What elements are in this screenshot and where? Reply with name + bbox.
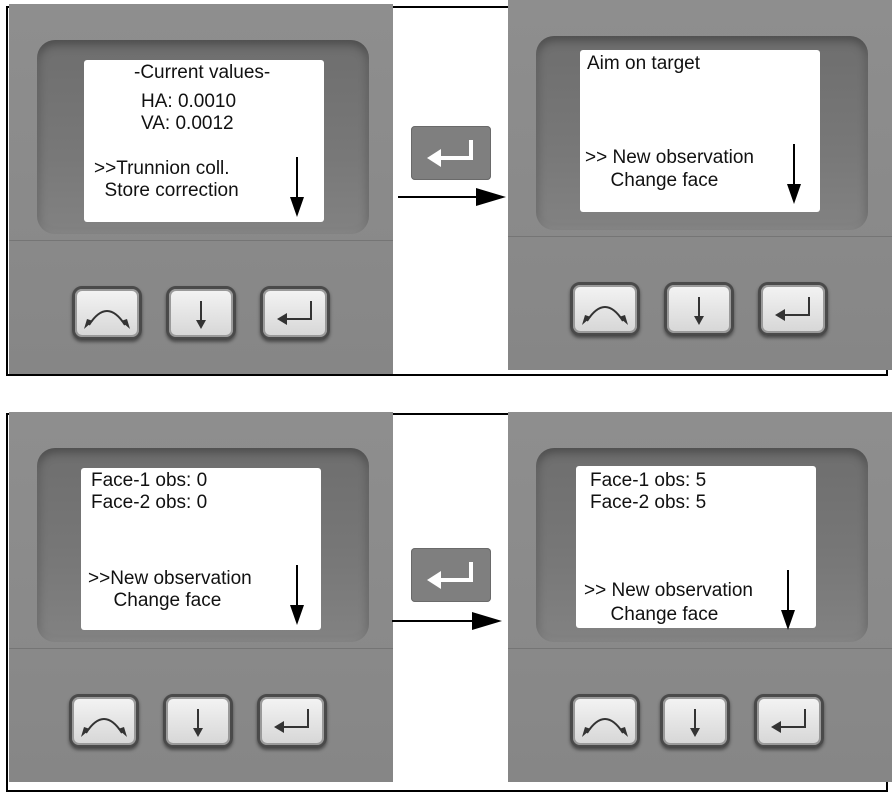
down-arrow-icon: [290, 565, 304, 625]
down-arrow-key[interactable]: [664, 282, 734, 336]
lcd-menu-item-selected[interactable]: >>New observation: [88, 568, 252, 589]
lcd-face2-count: Face-2 obs: 5: [590, 492, 707, 513]
down-arrow-key-icon: [690, 709, 700, 737]
enter-key-icon: [775, 297, 810, 321]
lcd-screen: -Current values- HA: 0.0010 VA: 0.0012 >…: [84, 60, 324, 222]
enter-key[interactable]: [257, 694, 327, 748]
face-change-icon: [582, 306, 628, 325]
device-bottom-right: Face-1 obs: 5 Face-2 obs: 5 >> New obser…: [508, 412, 892, 782]
down-arrow-icon: [787, 144, 801, 204]
lcd-screen: Face-1 obs: 0 Face-2 obs: 0 >>New observ…: [81, 468, 321, 630]
lcd-menu-item[interactable]: Store correction: [94, 180, 239, 201]
face-change-icon: [81, 718, 127, 737]
lcd-face1-count: Face-1 obs: 0: [91, 470, 208, 491]
lcd-line-ha: HA: 0.0010: [141, 91, 237, 112]
lcd-face1-count: Face-1 obs: 5: [590, 470, 707, 491]
lcd-screen: Aim on target >> New observation Change …: [580, 50, 820, 212]
lcd-menu-item[interactable]: Change face: [103, 590, 222, 611]
enter-key-icon: [427, 562, 473, 589]
down-arrow-key-icon: [196, 301, 206, 329]
enter-key[interactable]: [754, 694, 824, 748]
down-arrow-key-icon: [694, 297, 704, 325]
down-arrow-key[interactable]: [163, 694, 233, 748]
enter-key[interactable]: [758, 282, 828, 336]
lcd-heading: -Current values-: [134, 62, 271, 83]
transition-enter-button: [411, 126, 491, 180]
flow-arrow-head: [472, 612, 502, 630]
lcd-menu-item-selected[interactable]: >> New observation: [584, 580, 753, 601]
flow-arrow-head: [476, 188, 506, 206]
enter-key-icon: [277, 301, 312, 325]
down-arrow-key-icon: [193, 709, 203, 737]
transition-enter-button: [411, 548, 491, 602]
face-change-key[interactable]: [69, 694, 139, 748]
down-arrow-icon: [781, 570, 795, 630]
lcd-menu-item[interactable]: Change face: [600, 170, 719, 191]
flow-arrow-line: [392, 620, 474, 622]
face-change-key[interactable]: [570, 694, 640, 748]
flow-arrow-line: [398, 196, 478, 198]
lcd-face2-count: Face-2 obs: 0: [91, 492, 208, 513]
device-divider: [508, 236, 892, 237]
enter-key-icon: [274, 709, 309, 733]
device-divider: [9, 240, 393, 241]
face-change-key[interactable]: [570, 282, 640, 336]
device-divider: [9, 648, 393, 649]
lcd-menu-item[interactable]: Change face: [600, 604, 719, 625]
enter-key-icon: [771, 709, 806, 733]
lcd-menu-item-selected[interactable]: >> New observation: [585, 147, 754, 168]
enter-key[interactable]: [260, 286, 330, 340]
lcd-screen: Face-1 obs: 5 Face-2 obs: 5 >> New obser…: [576, 466, 816, 630]
down-arrow-key[interactable]: [166, 286, 236, 340]
device-top-right: Aim on target >> New observation Change …: [508, 0, 892, 370]
down-arrow-key[interactable]: [660, 694, 730, 748]
face-change-key[interactable]: [72, 286, 142, 340]
down-arrow-icon: [290, 157, 304, 217]
device-bottom-left: Face-1 obs: 0 Face-2 obs: 0 >>New observ…: [9, 412, 393, 782]
device-top-left: -Current values- HA: 0.0010 VA: 0.0012 >…: [9, 4, 393, 374]
face-change-icon: [84, 310, 130, 329]
lcd-prompt: Aim on target: [587, 53, 700, 74]
device-divider: [508, 648, 892, 649]
enter-key-icon: [427, 140, 473, 167]
face-change-icon: [582, 718, 628, 737]
lcd-menu-item-selected[interactable]: >>Trunnion coll.: [94, 158, 230, 179]
lcd-line-va: VA: 0.0012: [141, 113, 234, 134]
